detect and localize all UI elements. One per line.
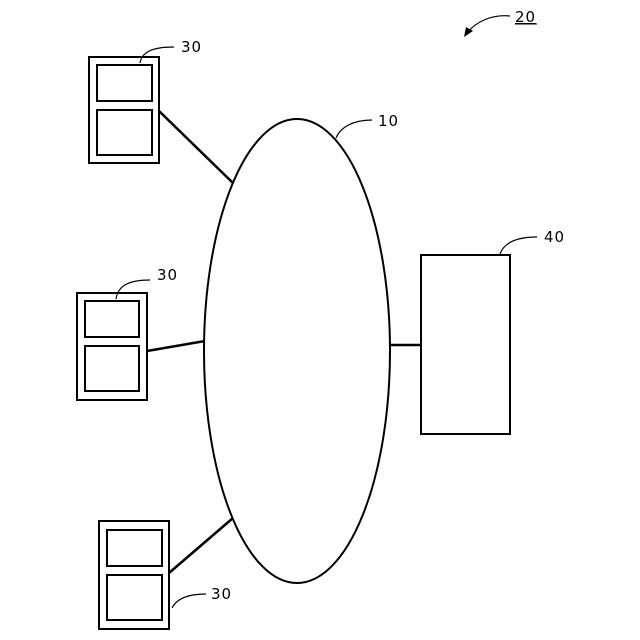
terminal-middle: 30 [77,266,178,400]
terminal-top-ref-label: 30 [181,38,202,56]
figure-ref-arrow-line [468,16,510,32]
network-leader-line [336,120,372,138]
server: 40 [421,228,565,434]
terminal-bottom-ref-label: 30 [211,585,232,603]
figure-reference: 20 [464,8,537,37]
terminal-middle-screen [85,301,139,337]
terminal-top-screen [97,65,152,101]
server-box [421,255,510,434]
server-leader-line [500,237,537,254]
connection-line-top-terminal [158,110,233,183]
connection-line-middle-terminal [147,341,205,351]
figure-ref-label: 20 [515,8,536,26]
terminal-bottom-panel [107,575,162,620]
terminal-top-panel [97,110,152,155]
network-ref-label: 10 [378,112,399,130]
terminal-bottom-screen [107,530,162,566]
server-ref-label: 40 [544,228,565,246]
connection-line-bottom-terminal [169,518,233,573]
terminal-bottom-leader-line [172,594,206,608]
network-ellipse [204,119,390,583]
terminal-middle-panel [85,346,139,391]
terminal-top: 30 [89,38,202,163]
terminal-middle-ref-label: 30 [157,266,178,284]
